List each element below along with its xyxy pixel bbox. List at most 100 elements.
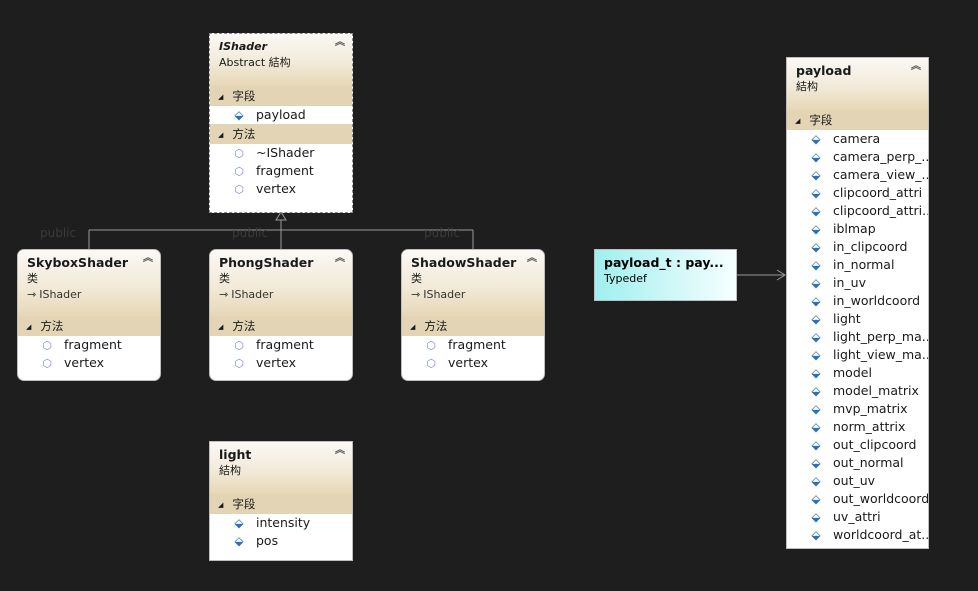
- phongshader-method-fragment[interactable]: ⬡fragment: [210, 336, 352, 354]
- field-icon: ⬙: [811, 132, 821, 146]
- payload-field[interactable]: ⬙light_view_ma...: [787, 346, 928, 364]
- skyboxshader-methods-section[interactable]: ◢方法: [18, 316, 160, 336]
- ishader-field-payload[interactable]: ⬙payload: [210, 106, 352, 124]
- typedef-arrowhead: [776, 269, 786, 281]
- skyboxshader-class-box[interactable]: SkyboxShader 类 ⇾IShader ︽ ◢方法 ⬡fragment …: [17, 249, 161, 381]
- payload-header: payload 結构 ︽: [787, 58, 928, 110]
- payload-field[interactable]: ⬙uv_attri: [787, 508, 928, 526]
- expand-triangle-icon[interactable]: ◢: [218, 93, 224, 101]
- field-icon: ⬙: [811, 312, 821, 326]
- shadowshader-method-fragment[interactable]: ⬡fragment: [402, 336, 544, 354]
- payload-field[interactable]: ⬙in_worldcoord: [787, 292, 928, 310]
- payload-t-typedef-box[interactable]: payload_t : pay... Typedef: [594, 249, 737, 301]
- skyboxshader-method-fragment[interactable]: ⬡fragment: [18, 336, 160, 354]
- phongshader-class-box[interactable]: PhongShader 类 ⇾IShader ︽ ◢方法 ⬡fragment ⬡…: [209, 249, 353, 381]
- payload-field-label: light_view_ma...: [833, 347, 928, 362]
- collapse-chevron-icon[interactable]: ︽: [143, 253, 153, 264]
- phongshader-method-vertex[interactable]: ⬡vertex: [210, 354, 352, 372]
- skyboxshader-title: SkyboxShader: [27, 255, 128, 270]
- payload-field-label: out_normal: [833, 455, 904, 470]
- phongshader-methods-section[interactable]: ◢方法: [210, 316, 352, 336]
- payload-field[interactable]: ⬙out_uv: [787, 472, 928, 490]
- field-icon: ⬙: [811, 258, 821, 272]
- payload-field[interactable]: ⬙norm_attrix: [787, 418, 928, 436]
- expand-triangle-icon[interactable]: ◢: [218, 131, 224, 139]
- payload-field[interactable]: ⬙camera: [787, 130, 928, 148]
- field-icon: ⬙: [811, 168, 821, 182]
- payload-field-label: iblmap: [833, 221, 876, 236]
- shadowshader-method-vertex[interactable]: ⬡vertex: [402, 354, 544, 372]
- collapse-chevron-icon[interactable]: ︽: [911, 61, 921, 72]
- payload-field[interactable]: ⬙in_clipcoord: [787, 238, 928, 256]
- payload-field-list: ⬙camera⬙camera_perp_...⬙camera_view_...⬙…: [787, 130, 928, 544]
- ishader-subtitle: Abstract 結构: [219, 56, 291, 69]
- ishader-methods-section[interactable]: ◢方法: [210, 124, 352, 144]
- ishader-class-box[interactable]: IShader Abstract 結构 ︽ ◢字段 ⬙payload ◢方法 ⬡…: [209, 33, 353, 213]
- collapse-chevron-icon[interactable]: ︽: [335, 445, 345, 456]
- payload-field[interactable]: ⬙out_worldcoord: [787, 490, 928, 508]
- shadowshader-title: ShadowShader: [411, 255, 517, 270]
- expand-triangle-icon[interactable]: ◢: [410, 323, 416, 331]
- expand-triangle-icon[interactable]: ◢: [26, 323, 32, 331]
- ishader-method-destructor[interactable]: ⬡~IShader: [210, 144, 352, 162]
- payload-field[interactable]: ⬙worldcoord_at...: [787, 526, 928, 544]
- skyboxshader-method-vertex[interactable]: ⬡vertex: [18, 354, 160, 372]
- expand-triangle-icon[interactable]: ◢: [218, 501, 224, 509]
- method-icon: ⬡: [234, 339, 244, 352]
- light-fields-section[interactable]: ◢字段: [210, 494, 352, 514]
- payload-field[interactable]: ⬙in_normal: [787, 256, 928, 274]
- field-icon: ⬙: [234, 534, 244, 548]
- payload-field[interactable]: ⬙model: [787, 364, 928, 382]
- payload-field[interactable]: ⬙camera_perp_...: [787, 148, 928, 166]
- inheritance-arrowhead: [275, 211, 287, 221]
- light-field-pos[interactable]: ⬙pos: [210, 532, 352, 550]
- typedef-kind: Typedef: [604, 272, 647, 285]
- payload-field[interactable]: ⬙ mvp_matrix: [787, 400, 928, 418]
- shadowshader-class-box[interactable]: ShadowShader 类 ⇾IShader ︽ ◢方法 ⬡fragment …: [401, 249, 545, 381]
- field-icon: ⬙: [811, 150, 821, 164]
- collapse-chevron-icon[interactable]: ︽: [335, 253, 345, 264]
- payload-field[interactable]: ⬙ model_matrix: [787, 382, 928, 400]
- method-icon: ⬡: [42, 357, 52, 370]
- method-icon: ⬡: [234, 165, 244, 178]
- field-icon: ⬙: [811, 294, 821, 308]
- field-icon: ⬙: [811, 276, 821, 290]
- ishader-fields-section[interactable]: ◢字段: [210, 86, 352, 106]
- payload-field[interactable]: ⬙clipcoord_attri...: [787, 202, 928, 220]
- field-icon: ⬙: [811, 384, 821, 398]
- payload-field[interactable]: ⬙iblmap: [787, 220, 928, 238]
- field-icon: ⬙: [811, 402, 821, 416]
- payload-field[interactable]: ⬙out_normal: [787, 454, 928, 472]
- payload-field[interactable]: ⬙in_uv: [787, 274, 928, 292]
- expand-triangle-icon[interactable]: ◢: [795, 117, 801, 125]
- ishader-method-fragment[interactable]: ⬡fragment: [210, 162, 352, 180]
- payload-field[interactable]: ⬙light: [787, 310, 928, 328]
- collapse-chevron-icon[interactable]: ︽: [335, 37, 345, 48]
- connector-label-shadow: public: [424, 226, 461, 240]
- payload-field-label: model_matrix: [833, 383, 919, 398]
- light-field-intensity[interactable]: ⬙intensity: [210, 514, 352, 532]
- light-struct-box[interactable]: light 結构 ︽ ◢字段 ⬙intensity ⬙pos: [209, 441, 353, 561]
- ishader-title: IShader: [219, 40, 268, 53]
- payload-title: payload: [796, 63, 852, 78]
- payload-fields-section[interactable]: ◢字段: [787, 110, 928, 130]
- phongshader-kind: 类: [219, 272, 230, 285]
- payload-field[interactable]: ⬙out_clipcoord: [787, 436, 928, 454]
- shadowshader-methods-section[interactable]: ◢方法: [402, 316, 544, 336]
- expand-triangle-icon[interactable]: ◢: [218, 323, 224, 331]
- ishader-method-vertex[interactable]: ⬡vertex: [210, 180, 352, 198]
- payload-field-label: mvp_matrix: [833, 401, 908, 416]
- payload-field[interactable]: ⬙camera_view_...: [787, 166, 928, 184]
- collapse-chevron-icon[interactable]: ︽: [527, 253, 537, 264]
- field-icon: ⬙: [811, 510, 821, 524]
- payload-struct-box[interactable]: payload 結构 ︽ ◢字段 ⬙camera⬙camera_perp_...…: [786, 57, 929, 549]
- light-title: light: [219, 447, 252, 462]
- payload-field-label: worldcoord_at...: [833, 527, 928, 542]
- field-icon: ⬙: [811, 204, 821, 218]
- payload-field[interactable]: ⬙light_perp_ma...: [787, 328, 928, 346]
- field-icon: ⬙: [811, 420, 821, 434]
- method-icon: ⬡: [42, 339, 52, 352]
- payload-field-label: out_uv: [833, 473, 876, 488]
- payload-field-label: light_perp_ma...: [833, 329, 928, 344]
- payload-field[interactable]: ⬙clipcoord_attri: [787, 184, 928, 202]
